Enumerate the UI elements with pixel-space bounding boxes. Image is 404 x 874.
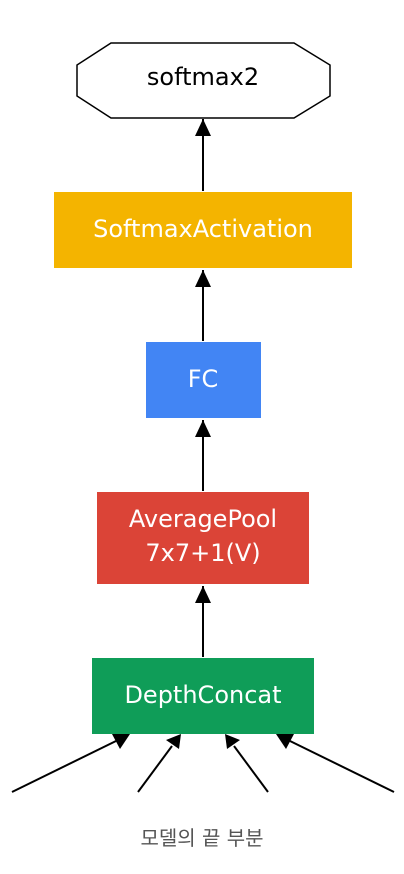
figure-caption: 모델의 끝 부분 — [140, 826, 264, 850]
softmaxactivation-box — [54, 192, 352, 268]
arrowhead-softmaxactivation — [195, 270, 211, 287]
arrowhead-averagepool — [195, 586, 211, 603]
softmax2-label: softmax2 — [147, 63, 259, 91]
fc-label: FC — [188, 365, 219, 393]
diagram: softmax2 SoftmaxActivation FC AveragePoo… — [11, 42, 395, 793]
node-fc: FC — [146, 342, 261, 418]
averagepool-label-line2: 7x7+1(V) — [145, 539, 260, 567]
node-depthconcat: DepthConcat — [92, 658, 314, 734]
depthconcat-box — [92, 658, 314, 734]
edges — [11, 119, 395, 793]
arrowhead-fc — [195, 420, 211, 437]
edge-incoming-1 — [11, 740, 117, 793]
fc-box — [146, 342, 261, 418]
edge-incoming-4 — [289, 740, 395, 793]
arrowhead-incoming-4 — [276, 734, 294, 749]
averagepool-label-line1: AveragePool — [129, 505, 277, 533]
edge-incoming-2 — [137, 745, 173, 793]
depthconcat-label: DepthConcat — [124, 681, 281, 709]
arrowhead-incoming-1 — [112, 734, 130, 749]
node-averagepool: AveragePool 7x7+1(V) — [97, 492, 309, 584]
edge-incoming-3 — [233, 745, 269, 793]
softmax2-octagon — [76, 42, 331, 119]
arrowhead-incoming-2 — [166, 734, 181, 749]
arrowhead-softmax2 — [195, 119, 211, 136]
softmaxactivation-label: SoftmaxActivation — [93, 215, 313, 243]
node-softmaxactivation: SoftmaxActivation — [54, 192, 352, 268]
arrowhead-incoming-3 — [225, 734, 240, 749]
node-softmax2: softmax2 — [76, 42, 331, 119]
averagepool-box — [97, 492, 309, 584]
